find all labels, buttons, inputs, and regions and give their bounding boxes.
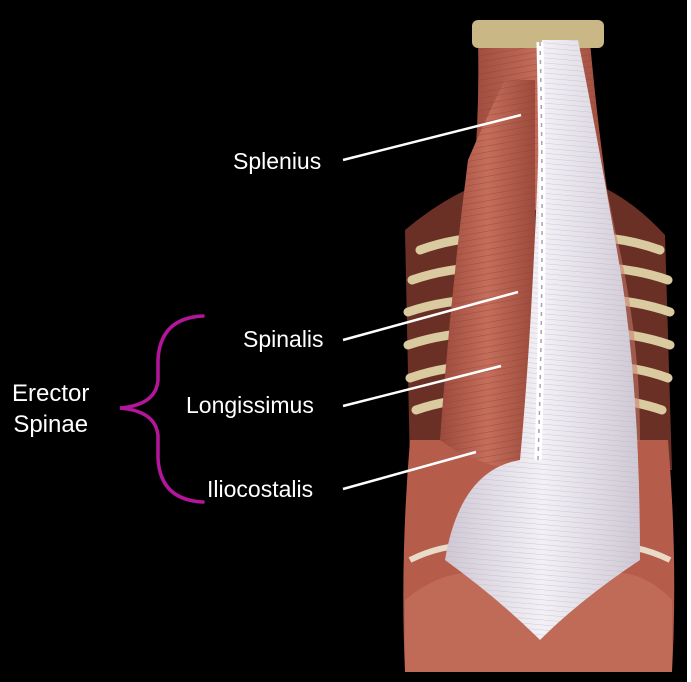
label-iliocostalis: Iliocostalis [207,476,314,502]
leader-line-longissimus [342,364,502,408]
label-splenius: Splenius [233,148,322,174]
leader-line-spinalis [342,290,519,342]
label-erector: Erector [12,380,90,407]
erector-spinae-brace [119,314,205,504]
label-spinae: Spinae [13,411,89,439]
leader-line-splenius [342,113,522,162]
label-spinalis: Spinalis [243,326,324,352]
label-longissimus: Longissimus [186,392,314,418]
label-erector-spinae: Erector Spinae [12,378,89,440]
leader-line-iliocostalis [342,450,477,491]
